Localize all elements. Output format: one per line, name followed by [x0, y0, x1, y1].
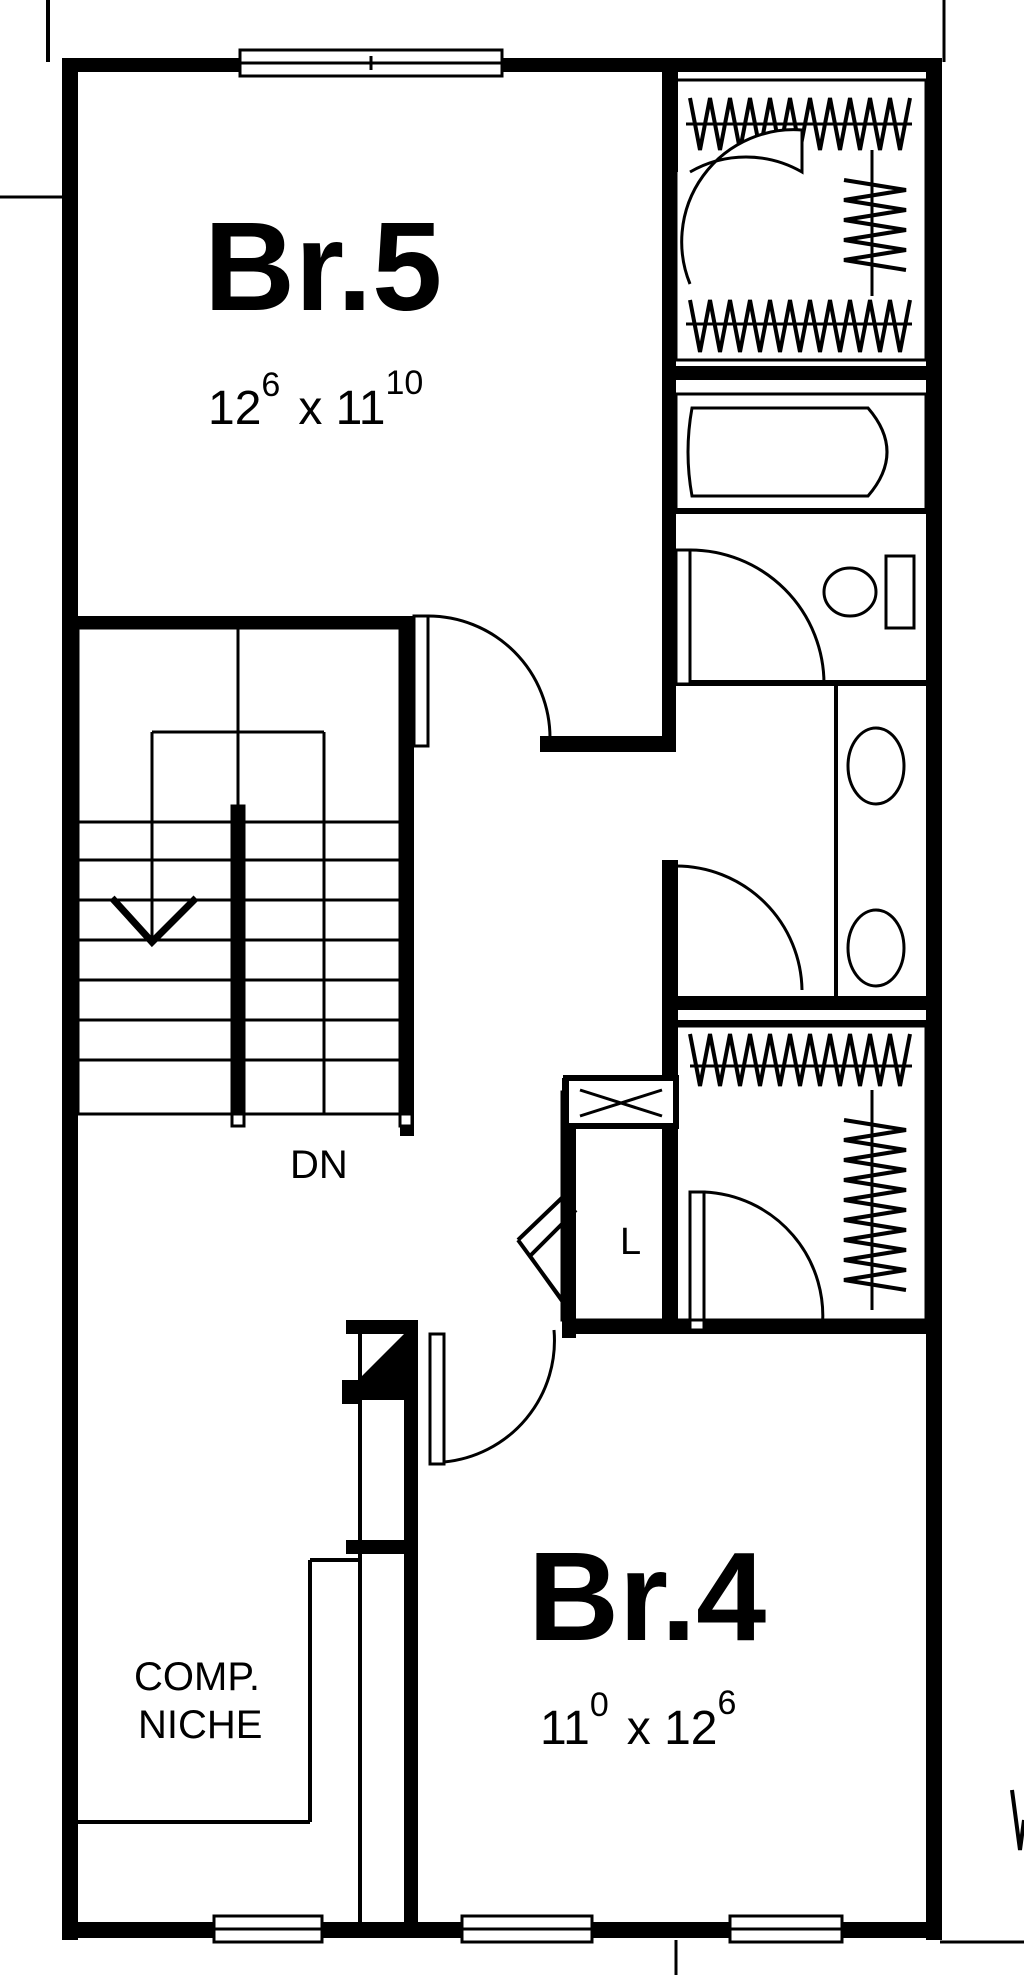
closet-br5 — [674, 78, 928, 362]
thin-partitions — [78, 686, 838, 1922]
br5-name: Br.5 — [204, 196, 442, 337]
bath-fixtures — [674, 392, 928, 988]
vanity — [846, 726, 906, 988]
br4-name: Br.4 — [528, 1526, 766, 1667]
niche-label-line2: NICHE — [138, 1703, 262, 1747]
linen-closet — [560, 1075, 679, 1322]
niche-step — [342, 1334, 418, 1404]
window-niche — [212, 1914, 324, 1944]
door-bath-top — [674, 548, 826, 686]
door-br4-closet — [688, 1190, 825, 1332]
door-br5 — [412, 614, 668, 750]
window-br5 — [238, 48, 504, 78]
doors — [412, 548, 826, 1466]
toilet — [822, 554, 916, 630]
closet-br4 — [674, 1024, 928, 1322]
stairs-dn-label: DN — [290, 1143, 348, 1187]
interior-walls — [62, 72, 928, 1922]
door-br4 — [428, 1329, 556, 1466]
tub — [674, 392, 928, 512]
door-bath-bottom — [675, 864, 804, 991]
window-br4-left — [460, 1914, 594, 1944]
linen-label: L — [620, 1221, 641, 1263]
window-br4-right — [728, 1914, 844, 1944]
niche-label-line1: COMP. — [134, 1655, 260, 1699]
windows — [212, 48, 844, 1944]
stairs — [76, 626, 414, 1128]
